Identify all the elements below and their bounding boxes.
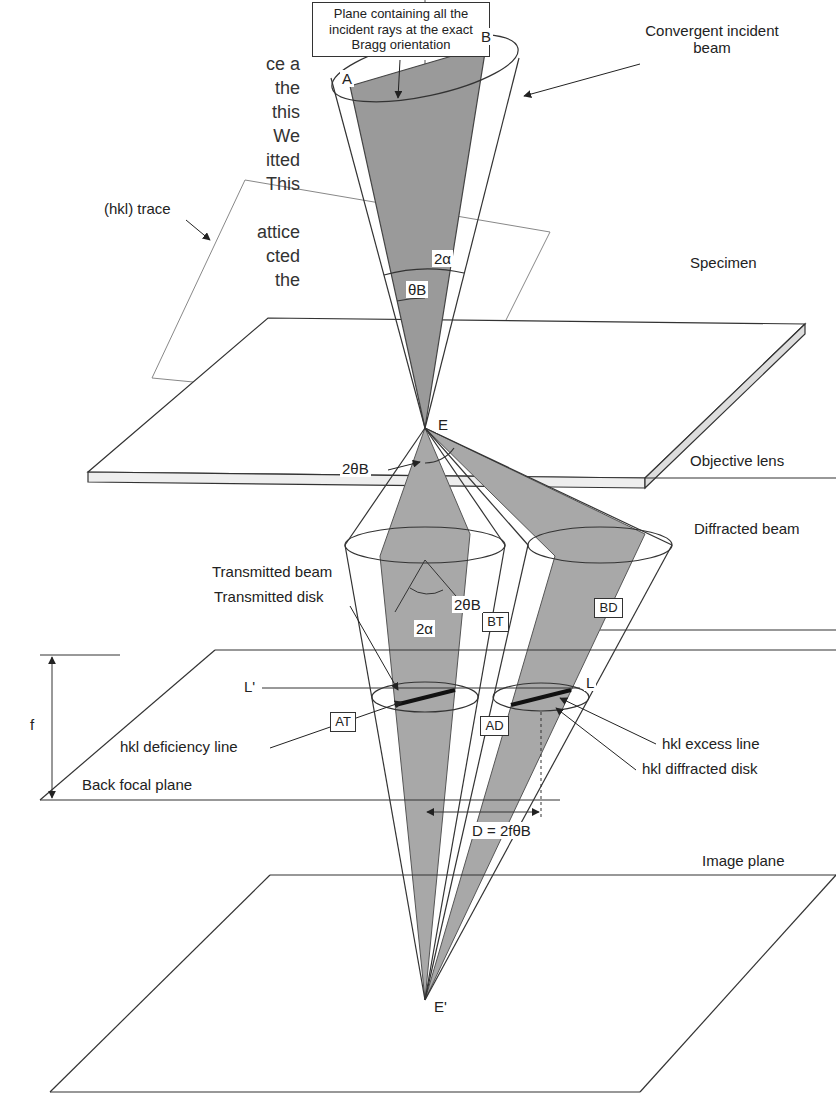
point-label-box: AT xyxy=(330,712,356,732)
point-label-box: BD xyxy=(594,598,623,618)
page-text-fragment: cted xyxy=(266,247,300,267)
beam-label: Transmitted beam xyxy=(210,563,334,580)
callout-box: Plane containing all the incident rays a… xyxy=(312,2,490,57)
point-label-box: BT xyxy=(482,612,509,632)
plane-label: Back focal plane xyxy=(80,776,194,793)
dimension-label: f xyxy=(28,716,36,733)
plane-label: Image plane xyxy=(700,852,787,869)
angle-label: 2θB xyxy=(340,460,371,477)
beam-label: hkl deficiency line xyxy=(118,738,240,755)
point-label: L' xyxy=(242,678,257,695)
box-text: Plane containing all the incident rays a… xyxy=(319,6,483,53)
plane-label: Objective lens xyxy=(688,452,786,469)
beam-label: hkl excess line xyxy=(660,735,762,752)
point-label: B xyxy=(479,28,493,45)
point-label: AD xyxy=(484,718,505,734)
beam-label: Transmitted disk xyxy=(212,588,325,605)
beam-label: Convergent incident beam xyxy=(640,22,784,57)
point-label-box: AD xyxy=(480,716,509,736)
angle-label: 2α xyxy=(432,250,453,267)
point-label: BT xyxy=(486,614,505,630)
point-label: E' xyxy=(432,998,449,1015)
page-text-fragment: the xyxy=(275,79,300,99)
angle-label: 2θB xyxy=(452,596,483,613)
page-text-fragment: this xyxy=(272,103,300,123)
point-label: L xyxy=(584,674,596,691)
point-label: E xyxy=(436,416,450,433)
page-text-fragment: the xyxy=(275,271,300,291)
point-label: BD xyxy=(598,600,619,616)
page-text-fragment: ce a xyxy=(266,55,300,75)
trace-label: (hkl) trace xyxy=(102,200,173,217)
angle-label: θB xyxy=(406,281,428,298)
beam-label: Diffracted beam xyxy=(692,520,802,537)
point-label: AT xyxy=(334,714,352,730)
angle-label: 2α xyxy=(414,620,435,637)
beam-label: hkl diffracted disk xyxy=(640,760,760,777)
page-text-fragment: itted xyxy=(266,151,300,171)
plane-label: Specimen xyxy=(688,254,759,271)
page-text-fragment: This xyxy=(266,175,300,195)
point-label: A xyxy=(340,70,354,87)
dimension-label: D = 2fθB xyxy=(470,822,533,839)
page-text-fragment: attice xyxy=(257,223,300,243)
page-text-fragment: We xyxy=(273,127,300,147)
